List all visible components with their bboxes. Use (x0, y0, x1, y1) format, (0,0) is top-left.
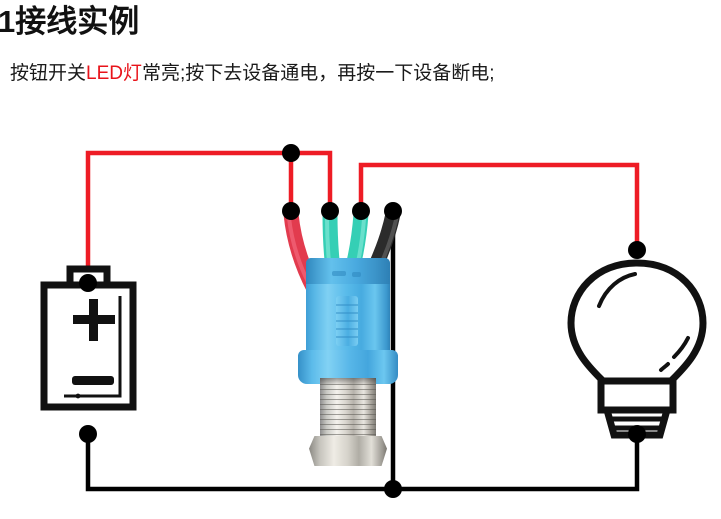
node-bottom-junction (384, 480, 402, 498)
connector-top-face (306, 258, 390, 284)
node-lamp-bottom (628, 425, 646, 443)
connector-rib (336, 296, 358, 346)
node-lead-red (282, 202, 300, 220)
wire-switch-to-lamp (358, 162, 640, 253)
node-battery-minus (79, 425, 97, 443)
battery-plus-sign (73, 299, 115, 341)
connector-slot-1 (332, 271, 346, 276)
push-button-switch (296, 258, 400, 466)
subtitle-part-3: 常亮;按下去设备通电，再按一下设备断电; (141, 63, 495, 84)
node-lead-black (384, 202, 402, 220)
node-lead-teal-2 (352, 202, 370, 220)
subtitle-part-1: 按钮开关 (10, 63, 87, 84)
barrel-shadow (320, 378, 376, 385)
page-title: 1接线实例 (0, 4, 140, 39)
hex-nut (309, 436, 387, 466)
wire-battery-plus-to-switch (85, 150, 333, 286)
wire-lamp-to-battery-minus (85, 431, 640, 492)
battery-symbol (40, 265, 137, 411)
light-bulb-symbol (567, 259, 707, 439)
node-lead-teal-1 (321, 202, 339, 220)
node-top-split (282, 144, 300, 162)
node-battery-plus (79, 274, 97, 292)
node-lamp-top (628, 241, 646, 259)
battery-minus-sign (72, 376, 114, 385)
page-subtitle: 按钮开关LED灯常亮;按下去设备通电，再按一下设备断电; (10, 62, 495, 87)
connector-slot-2 (352, 272, 361, 277)
subtitle-highlight-led: LED灯 (86, 63, 142, 84)
